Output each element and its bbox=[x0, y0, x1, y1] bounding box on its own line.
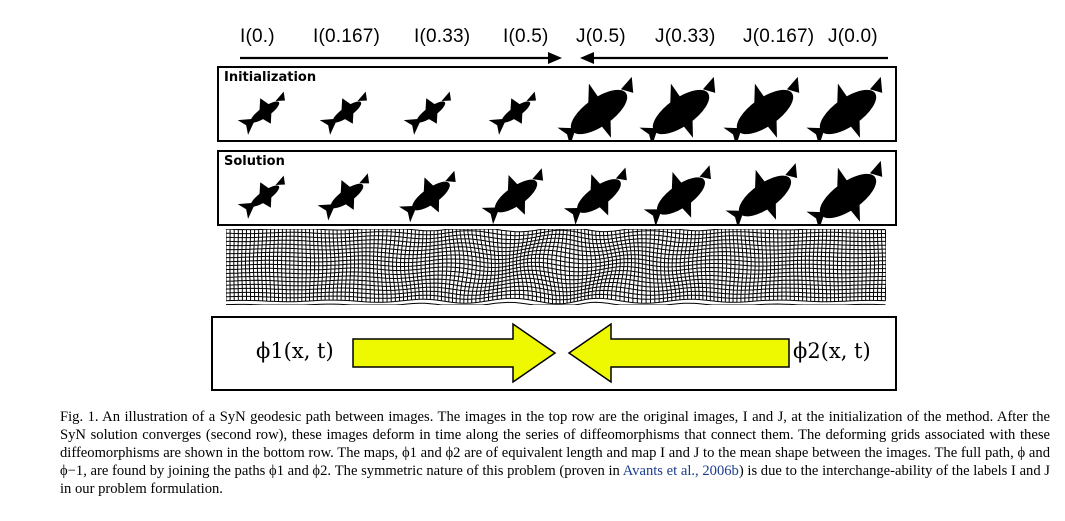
caption-tail: ) is due to the interchange-ability of t… bbox=[60, 463, 1050, 497]
map-panel bbox=[211, 316, 897, 391]
initialization-shape-5 bbox=[557, 76, 634, 140]
initialization-shape-8 bbox=[806, 76, 883, 140]
initialization-shape-1 bbox=[237, 91, 285, 135]
label-i-0: I(0.) bbox=[240, 26, 275, 47]
direction-arrows bbox=[240, 52, 888, 64]
solution-shape-6 bbox=[643, 165, 711, 224]
initialization-shape-3 bbox=[403, 91, 451, 135]
forward-arrowhead bbox=[548, 52, 562, 64]
label-j-033: J(0.33) bbox=[655, 26, 716, 47]
initialization-shape-6 bbox=[639, 76, 716, 140]
solution-panel: Solution bbox=[217, 150, 897, 226]
label-j-00: J(0.0) bbox=[828, 26, 878, 47]
figure-caption: Fig. 1. An illustration of a SyN geodesi… bbox=[60, 408, 1050, 498]
solution-shape-2 bbox=[317, 173, 370, 221]
initialization-shape-4 bbox=[488, 91, 536, 135]
solution-shape-8 bbox=[806, 160, 883, 224]
initialization-panel: Initialization bbox=[217, 66, 897, 142]
backward-arrowhead bbox=[580, 52, 594, 64]
label-j-05: J(0.5) bbox=[576, 26, 626, 47]
solution-shapes bbox=[237, 160, 883, 224]
backward-yellow-arrow bbox=[567, 322, 790, 384]
caption-text: Fig. 1. An illustration of a SyN geodesi… bbox=[60, 409, 1050, 479]
citation-link[interactable]: Avants et al., 2006b bbox=[622, 463, 739, 479]
initialization-label: Initialization bbox=[224, 70, 317, 85]
yellow-arrows bbox=[352, 322, 790, 384]
forward-yellow-arrow bbox=[352, 322, 557, 384]
label-j-0167: J(0.167) bbox=[743, 26, 815, 47]
initialization-shapes bbox=[237, 76, 883, 140]
solution-shape-5 bbox=[563, 167, 627, 224]
grid-lines bbox=[226, 229, 886, 305]
solution-shape-4 bbox=[481, 168, 544, 224]
deformation-grid bbox=[226, 229, 886, 305]
solution-shape-7 bbox=[725, 163, 798, 224]
initialization-shape-2 bbox=[319, 91, 367, 135]
label-i-05: I(0.5) bbox=[503, 26, 549, 47]
solution-shape-1 bbox=[237, 175, 285, 219]
initialization-shape-7 bbox=[723, 76, 800, 140]
solution-label: Solution bbox=[224, 154, 285, 169]
label-i-033: I(0.33) bbox=[414, 26, 471, 47]
phi2-label: ϕ2(x, t) bbox=[793, 339, 871, 363]
label-i-0167: I(0.167) bbox=[313, 26, 381, 47]
phi1-label: ϕ1(x, t) bbox=[256, 339, 334, 363]
solution-shape-3 bbox=[399, 170, 456, 223]
